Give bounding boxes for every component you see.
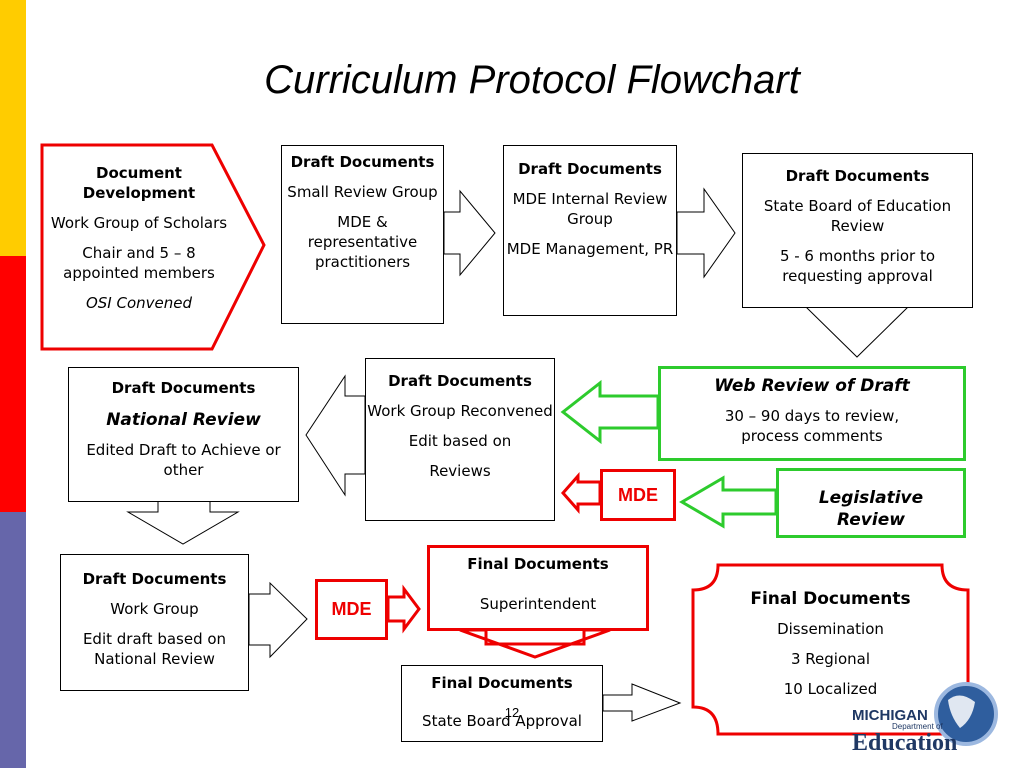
arrow-left-green-2 [679,475,778,529]
internal-review-box: Draft Documents MDE Internal Review Grou… [503,145,677,316]
work-group-edit-heading: Draft Documents [82,570,227,588]
internal-review-line-2: MDE Management, PR [506,240,674,258]
state-board-review-line-1: State Board of Education Review [763,197,952,235]
small-review-box: Draft Documents Small Review Group MDE &… [281,145,444,324]
dissemination-line-2: 3 Regional [790,650,871,668]
logo-line-2: Department of [892,722,943,731]
doc-dev-line-2: Chair and 5 – 8 appointed members [63,244,215,282]
mde-label-1-text: MDE [618,485,658,505]
state-board-approval-line-1: State Board Approval [422,712,582,730]
doc-dev-box: Document Development Work Group of Schol… [46,163,232,323]
arrow-left-red-1 [560,472,602,514]
mde-label-2-text: MDE [331,599,372,619]
arrow-right-4 [602,683,682,722]
stripe-yellow [0,0,26,256]
page-number: 12 [504,705,520,720]
national-review-box: Draft Documents National Review Edited D… [68,367,299,502]
superintendent-box: Final Documents Superintendent [427,545,649,631]
state-board-approval-box: Final Documents State Board Approval [401,665,603,742]
work-group-edit-line-2: Edit draft based on National Review [82,630,227,668]
logo-line-1: MICHIGAN [852,707,928,724]
mde-label-2: MDE [315,579,388,640]
web-review-box: Web Review of Draft 30 – 90 days to revi… [658,366,966,461]
small-review-heading: Draft Documents [290,153,435,171]
dissemination-line-3: 10 Localized [783,680,878,698]
stripe-purple [0,512,26,768]
small-review-line-1: Small Review Group [287,183,438,201]
arrow-left-1 [305,374,366,497]
superintendent-heading: Final Documents [467,555,609,573]
state-board-review-line-2: 5 - 6 months prior to requesting approva… [779,247,936,285]
reconvened-heading: Draft Documents [388,372,532,390]
state-board-approval-heading: Final Documents [431,674,573,692]
reconvened-box: Draft Documents Work Group Reconvened Ed… [365,358,555,521]
mde-label-1: MDE [600,469,676,521]
state-board-review-box: Draft Documents State Board of Education… [742,153,973,308]
stripe-red [0,256,26,512]
national-review-subheading: National Review [106,410,261,430]
web-review-line-1: 30 – 90 days to review, process comments [724,407,900,445]
doc-dev-shape [40,143,266,351]
work-group-edit-box: Draft Documents Work Group Edit draft ba… [60,554,249,691]
legislative-heading: Legislative Review [818,488,924,530]
page-title: Curriculum Protocol Flowchart [264,58,800,102]
logo-line-3: Education [852,730,958,756]
arrow-right-2 [676,187,736,279]
internal-review-heading: Draft Documents [518,160,662,178]
doc-dev-heading: Document Development [82,164,196,202]
arrow-down-red [459,628,611,659]
arrow-right-red-1 [386,584,421,634]
dissemination-line-1: Dissemination [777,620,884,638]
state-board-review-heading: Draft Documents [785,167,930,185]
arrow-left-green-1 [560,379,660,445]
arrow-right-1 [443,189,496,277]
small-review-line-2: MDE & representative practitioners [307,213,418,271]
doc-dev-line-1: Work Group of Scholars [50,214,228,232]
dissemination-box: Final Documents Dissemination 3 Regional… [718,589,943,709]
doc-dev-italic: OSI Convened [85,294,193,312]
internal-review-line-1: MDE Internal Review Group [512,190,668,228]
dissemination-heading: Final Documents [750,589,911,609]
superintendent-line-1: Superintendent [479,595,597,613]
arrow-right-3 [248,581,308,659]
arrow-down-2 [126,500,240,545]
reconvened-line-1: Work Group Reconvened [367,402,553,420]
work-group-edit-line-1: Work Group [110,600,199,618]
national-review-line-1: Edited Draft to Achieve or other [86,441,281,479]
web-review-heading: Web Review of Draft [714,376,910,396]
legislative-box: Legislative Review [776,468,966,538]
reconvened-line-2: Edit based on [408,432,512,450]
reconvened-line-3: Reviews [429,462,491,480]
michigan-education-logo: MICHIGAN Department of Education [852,708,1012,755]
national-review-heading: Draft Documents [111,379,256,397]
